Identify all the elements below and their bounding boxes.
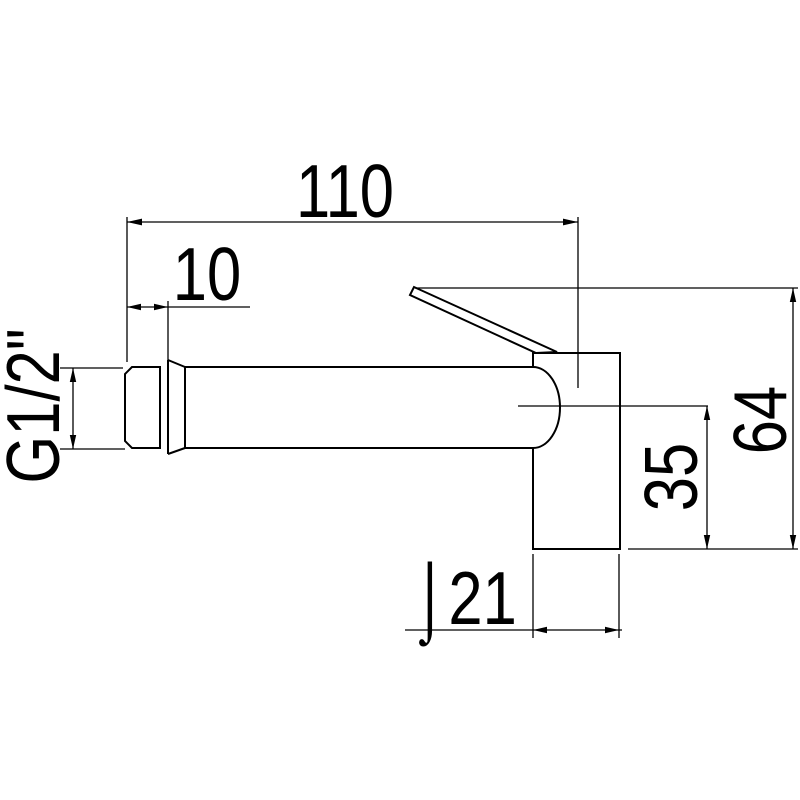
barrel-endcap-arc <box>532 366 561 449</box>
thread-nipple-outline <box>124 366 161 449</box>
arrowhead-right <box>605 626 619 634</box>
arrowhead-bottom <box>69 435 77 449</box>
arrowhead-left <box>533 626 547 634</box>
dim-label-thread-length: 10 <box>173 232 241 316</box>
spout-outline <box>124 285 621 550</box>
dimension-overall-length: 110 <box>126 149 579 388</box>
arrowhead-bottom <box>703 535 711 549</box>
vertical-body-outline <box>532 352 621 550</box>
dim-label-thread-size: G1/2" <box>0 328 75 483</box>
arrowhead-left <box>127 218 142 226</box>
dimension-body-diameter: ⌡21 <box>405 554 622 647</box>
arrowhead-right <box>563 218 578 226</box>
dim-label-body-diameter: ⌡21 <box>411 556 517 647</box>
arrowhead-right <box>154 303 168 311</box>
dim-label-spout-axis-height: 35 <box>629 443 713 511</box>
barrel-outline <box>185 366 533 449</box>
arrowhead-top <box>69 368 77 382</box>
arrowhead-top <box>789 288 797 302</box>
dimension-overall-height: 64 <box>415 287 800 549</box>
dimension-thread-size: G1/2" <box>0 328 125 484</box>
dim-label-overall-height: 64 <box>718 386 800 454</box>
arrowhead-bottom <box>789 535 797 549</box>
arrowhead-left <box>127 303 141 311</box>
lever-outline <box>408 285 558 355</box>
dim-label-overall-length: 110 <box>296 149 394 233</box>
dimension-spout-axis-height: 35 <box>518 405 713 549</box>
arrowhead-top <box>703 406 711 420</box>
collar-cone-outline <box>167 359 186 455</box>
dimension-thread-length: 10 <box>127 232 250 360</box>
